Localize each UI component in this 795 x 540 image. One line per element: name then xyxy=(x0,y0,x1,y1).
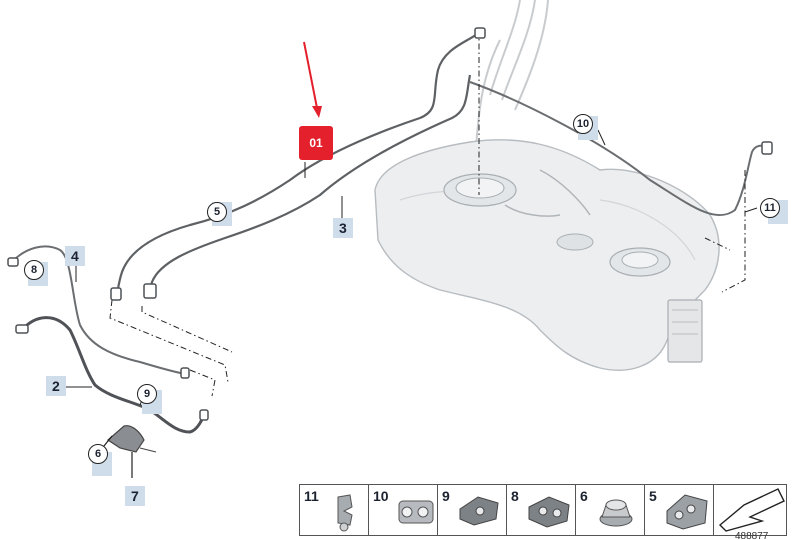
legend-item-5[interactable]: 5 xyxy=(645,485,714,535)
callout-7[interactable]: 7 xyxy=(125,486,145,506)
legend-num-8: 8 xyxy=(511,488,519,504)
legend-item-11[interactable]: 11 xyxy=(300,485,369,535)
legend-num-10: 10 xyxy=(373,488,389,504)
holder-icon xyxy=(459,496,499,526)
nut-icon xyxy=(599,499,633,527)
legend-num-11: 11 xyxy=(304,488,319,504)
highlight-badge[interactable]: 01 xyxy=(299,126,333,160)
callout-8[interactable]: 8 xyxy=(24,260,44,280)
fuel-line-3 xyxy=(148,74,472,297)
diagram-ref-number: 488877 xyxy=(735,531,769,540)
fuel-line-5 xyxy=(114,29,482,299)
callout-10[interactable]: 10 xyxy=(573,114,593,134)
pipe-clip-icon xyxy=(398,500,434,524)
fuel-tank xyxy=(374,139,720,371)
callout-4[interactable]: 4 xyxy=(65,246,85,266)
guide-lines xyxy=(109,30,746,397)
callout-11[interactable]: 11 xyxy=(760,198,780,218)
legend-num-9: 9 xyxy=(442,488,450,504)
legend-item-9[interactable]: 9 xyxy=(438,485,507,535)
bracket-6 xyxy=(103,425,157,478)
clip-icon xyxy=(337,494,353,532)
legend-num-6: 6 xyxy=(580,488,588,504)
callout-6[interactable]: 6 xyxy=(88,444,108,464)
legend-item-arrow[interactable] xyxy=(714,485,786,535)
filler-neck xyxy=(474,0,549,161)
callout-3[interactable]: 3 xyxy=(333,218,353,238)
parts-legend: 11 10 9 8 xyxy=(299,484,787,536)
fuel-line-4 xyxy=(11,245,186,375)
callout-5[interactable]: 5 xyxy=(207,202,227,222)
fuel-line-10 xyxy=(469,81,771,217)
callout-2[interactable]: 2 xyxy=(46,376,66,396)
direction-arrow-icon xyxy=(718,488,785,532)
legend-item-6[interactable]: 6 xyxy=(576,485,645,535)
fittings xyxy=(7,27,773,421)
legend-num-5: 5 xyxy=(649,488,657,504)
double-holder-icon xyxy=(528,496,570,528)
fuel-line-2 xyxy=(20,316,207,434)
legend-item-10[interactable]: 10 xyxy=(369,485,438,535)
callout-9[interactable]: 9 xyxy=(137,384,157,404)
red-arrow xyxy=(303,41,322,118)
legend-item-8[interactable]: 8 xyxy=(507,485,576,535)
multi-clip-icon xyxy=(666,494,708,530)
